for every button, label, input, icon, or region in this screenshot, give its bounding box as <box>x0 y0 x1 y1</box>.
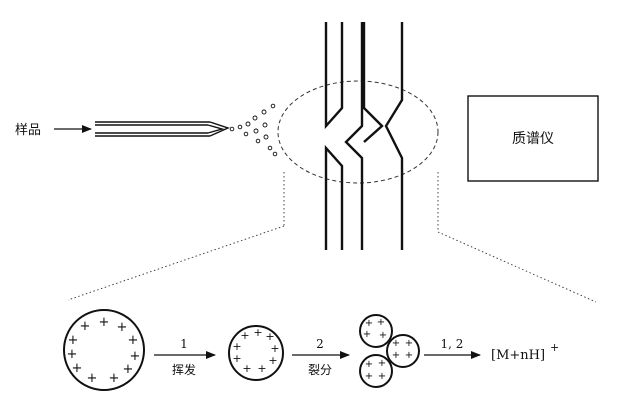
charge-sign: + <box>378 371 386 382</box>
spray-droplets <box>229 103 278 157</box>
electrode-plate-inner <box>362 22 384 143</box>
mass-spectrometer-box <box>467 95 599 182</box>
small-droplet <box>359 314 393 348</box>
small-droplets <box>359 314 420 388</box>
mass-spectrometer-label: 质谱仪 <box>512 131 554 147</box>
charge-sign: + <box>80 319 91 334</box>
charge-sign: + <box>265 330 274 343</box>
charge-sign: + <box>257 362 266 375</box>
charge-sign: + <box>99 315 110 330</box>
charge-sign: + <box>117 320 128 335</box>
charge-sign: + <box>365 318 373 329</box>
charge-sign: + <box>130 349 141 364</box>
charge-sign: + <box>365 371 373 382</box>
charge-sign: + <box>253 326 262 339</box>
charge-sign: + <box>378 358 386 369</box>
charge-sign: + <box>270 342 279 355</box>
small-droplet-charges: + + + + + + + + + + + + <box>363 317 413 382</box>
step2-number: 2 <box>316 337 324 351</box>
small-droplet <box>386 334 420 368</box>
charge-sign: + <box>123 362 134 377</box>
charge-sign: + <box>392 338 400 349</box>
charge-sign: + <box>365 359 373 370</box>
product-ion-charge: + <box>550 341 559 354</box>
charge-sign: + <box>405 350 413 361</box>
zoom-lines <box>67 172 597 303</box>
product-ion-label: [M+nH] <box>491 348 545 363</box>
charge-sign: + <box>392 350 400 361</box>
charge-sign: + <box>128 333 139 348</box>
large-droplet-charges: + + + + + + + + + + + <box>67 315 141 386</box>
ion-source-region <box>277 80 439 184</box>
charge-sign: + <box>109 371 120 386</box>
charge-sign: + <box>377 317 385 328</box>
charge-sign: + <box>242 362 251 375</box>
charge-sign: + <box>405 338 413 349</box>
charge-sign: + <box>232 352 241 365</box>
charge-sign: + <box>363 329 371 340</box>
medium-droplet <box>228 325 284 381</box>
charge-sign: + <box>67 347 78 362</box>
capillary-needle <box>95 121 230 137</box>
charge-sign: + <box>240 329 249 342</box>
step3-number: 1, 2 <box>441 337 464 351</box>
small-droplet <box>359 354 393 388</box>
charge-sign: + <box>72 361 83 376</box>
step2-label: 裂分 <box>308 363 332 377</box>
electrode-plates <box>324 22 404 250</box>
large-droplet <box>63 309 145 391</box>
charge-sign: + <box>232 340 241 353</box>
step1-label: 挥发 <box>172 362 196 377</box>
step1-number: 1 <box>180 337 188 351</box>
charge-sign: + <box>379 330 387 341</box>
medium-droplet-charges: + + + + + + + + + <box>232 326 279 375</box>
charge-sign: + <box>68 333 79 348</box>
charge-sign: + <box>268 354 277 367</box>
charge-sign: + <box>87 371 98 386</box>
sample-label: 样品 <box>15 123 41 138</box>
